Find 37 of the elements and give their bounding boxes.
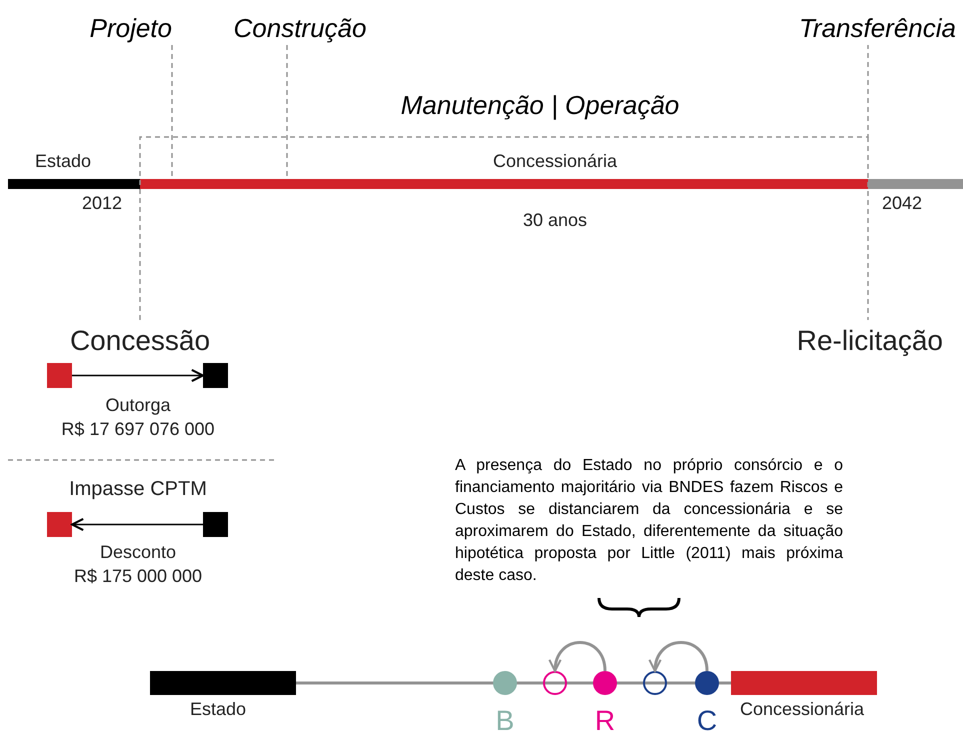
square-marker xyxy=(47,512,72,537)
year-label: 2042 xyxy=(882,194,922,214)
bar xyxy=(731,671,877,695)
milestone-label: Re-licitação xyxy=(796,326,943,357)
letter-label: R xyxy=(594,706,616,737)
timeline-label: Estado xyxy=(35,152,92,172)
letter-label: B xyxy=(496,706,514,737)
amount-label: R$ 17 697 076 000 xyxy=(61,420,215,440)
phase-label: Projeto xyxy=(90,14,172,43)
square-marker xyxy=(203,363,228,388)
phase-label: Construção xyxy=(234,14,366,43)
open-circle-marker xyxy=(643,671,667,695)
filled-circle-marker xyxy=(593,671,617,695)
open-circle-marker xyxy=(543,671,567,695)
phase-label: Transferência xyxy=(798,14,956,43)
bar-label: Estado xyxy=(190,700,246,720)
letter-label: C xyxy=(696,706,718,737)
timeline-label: Concessionária xyxy=(492,152,618,172)
bar-label: Concessionária xyxy=(740,700,864,720)
caption-label: Desconto xyxy=(100,543,176,563)
square-marker xyxy=(47,363,72,388)
milestone-label: Concessão xyxy=(70,326,210,357)
amount-label: R$ 175 000 000 xyxy=(74,567,202,587)
arrow xyxy=(70,518,203,532)
filled-circle-marker xyxy=(493,671,517,695)
milestone-label: Impasse CPTM xyxy=(69,478,207,500)
phase-label: Manutenção | Operação xyxy=(400,91,680,120)
arrow xyxy=(650,641,708,672)
filled-circle-marker xyxy=(695,671,719,695)
year-label: 2012 xyxy=(82,194,122,214)
duration-label: 30 anos xyxy=(522,211,588,231)
bar xyxy=(150,671,296,695)
note-paragraph: A presença do Estado no próprio consórcio e o financiamento majoritário via BNDES fazem Riscos e Custos se distanciarem da concessionária e se aproximarem do Estado, diferentemente da situação hipotética proposta por Little (2011) mais próxima deste caso. xyxy=(455,456,843,586)
arrow xyxy=(72,368,204,382)
caption-label: Outorga xyxy=(105,396,171,416)
square-marker xyxy=(203,512,228,537)
arrow xyxy=(550,641,606,672)
